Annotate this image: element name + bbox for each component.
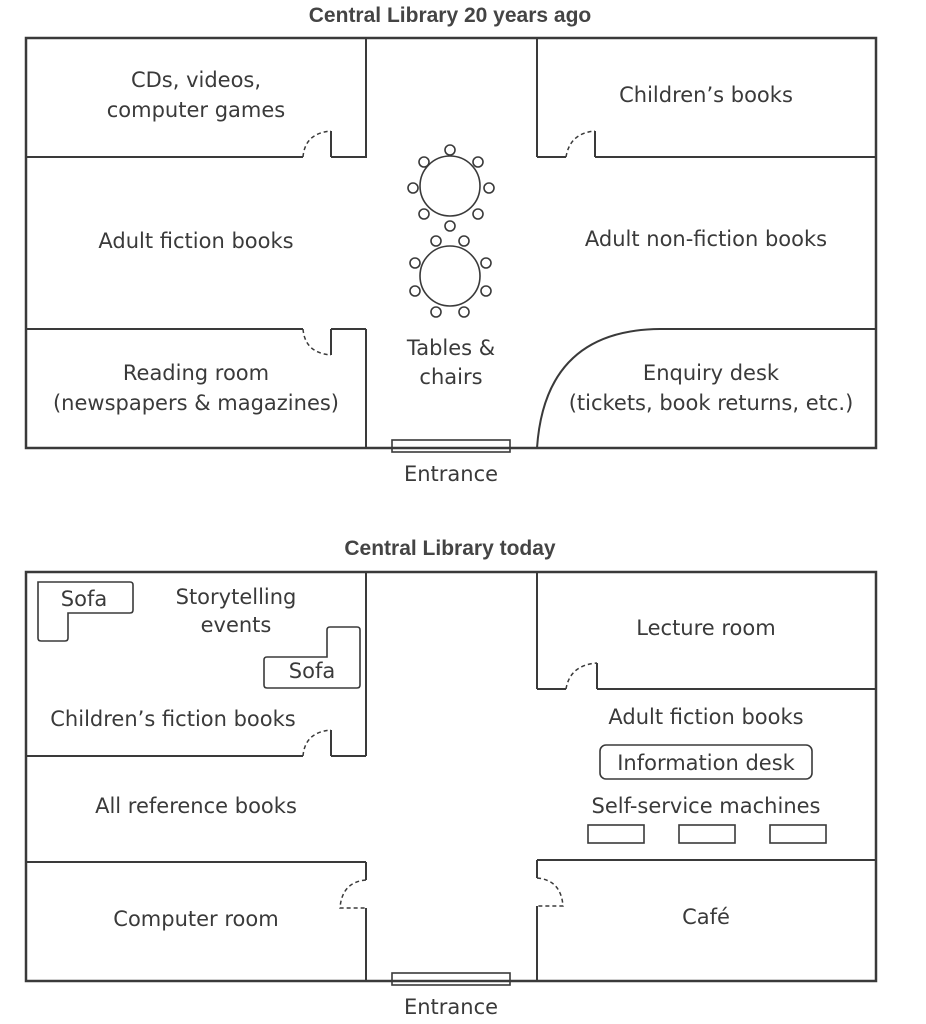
- plan-then-walls: [26, 38, 876, 449]
- area-label-tables-2: chairs: [419, 365, 482, 389]
- room-label-adult-fiction: Adult fiction books: [98, 229, 293, 253]
- room-label-cafe: Café: [682, 905, 730, 929]
- furniture-label-sofa-2: Sofa: [289, 659, 335, 683]
- plan-now: Central Library today: [24, 537, 878, 1019]
- room-label-adult-fiction-today: Adult fiction books: [608, 705, 803, 729]
- furniture-label-information-desk: Information desk: [617, 751, 795, 775]
- plan-then-title: Central Library 20 years ago: [309, 4, 591, 27]
- plan-now-outer-wall: [24, 570, 878, 983]
- plan-now-walls: [26, 572, 876, 981]
- room-label-reference: All reference books: [95, 794, 297, 818]
- area-label-storytelling-2: events: [201, 613, 272, 637]
- room-label-media-1: CDs, videos,: [131, 68, 261, 92]
- area-label-tables-1: Tables &: [406, 336, 495, 360]
- table-2: [419, 245, 481, 307]
- plan-then-tables: [407, 144, 495, 318]
- room-label-lecture-room: Lecture room: [636, 616, 775, 640]
- room-label-childrens-books: Children’s books: [619, 83, 793, 107]
- plan-now-furniture: [37, 581, 827, 844]
- plan-now-entrance-door: [391, 972, 511, 986]
- self-service-machine-1: [587, 824, 645, 844]
- area-label-storytelling-1: Storytelling: [176, 585, 297, 609]
- plan-now-entrance-label: Entrance: [404, 995, 498, 1019]
- plan-then-entrance-door: [391, 439, 511, 453]
- information-desk-box: [599, 744, 813, 780]
- table-1: [419, 155, 481, 217]
- room-label-reading-room-1: Reading room: [123, 361, 269, 385]
- room-label-media-2: computer games: [107, 98, 285, 122]
- plan-now-title: Central Library today: [344, 537, 556, 560]
- room-label-adult-nonfiction: Adult non-fiction books: [585, 227, 827, 251]
- room-label-enquiry-desk-2: (tickets, book returns, etc.): [569, 391, 854, 415]
- furniture-label-sofa-1: Sofa: [61, 587, 107, 611]
- room-label-childrens-fiction: Children’s fiction books: [50, 707, 295, 731]
- room-label-enquiry-desk-1: Enquiry desk: [643, 361, 780, 385]
- self-service-machine-2: [678, 824, 736, 844]
- plan-then: Central Library 20 years ago: [24, 4, 878, 486]
- sofa-1-shape: [37, 581, 134, 642]
- plan-then-outer-wall: [24, 36, 878, 450]
- self-service-machine-3: [769, 824, 827, 844]
- room-label-reading-room-2: (newspapers & magazines): [53, 391, 339, 415]
- plan-now-doors: [302, 662, 598, 909]
- plan-then-doors: [302, 130, 596, 356]
- sofa-2-shape: [263, 626, 361, 689]
- furniture-label-self-service: Self-service machines: [592, 794, 821, 818]
- plan-then-entrance-label: Entrance: [404, 462, 498, 486]
- room-label-computer-room: Computer room: [113, 907, 278, 931]
